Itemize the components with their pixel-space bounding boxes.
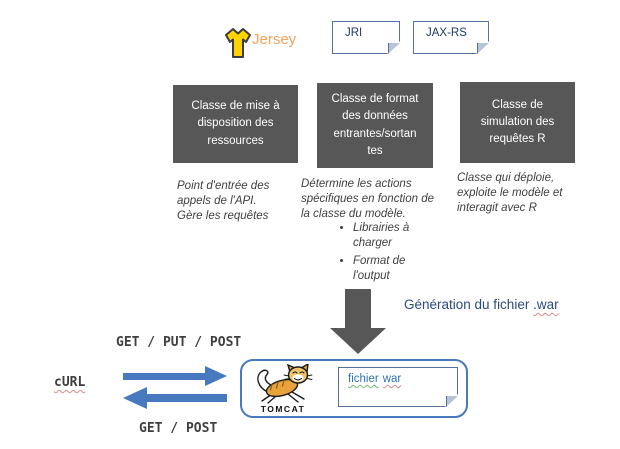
jersey-shirt-icon: [225, 28, 251, 58]
format-class-title: Classe de format des données entrantes/s…: [331, 93, 419, 157]
arrow-right-icon: [123, 366, 227, 386]
http-bottom-label: GET / POST: [139, 421, 218, 436]
resource-class-box: Classe de mise à disposition des ressour…: [173, 85, 298, 163]
folded-corner-icon: [446, 396, 458, 407]
note-jaxrs-label: JAX-RS: [426, 27, 467, 39]
note-jri: JRI: [332, 21, 401, 55]
resource-class-title: Classe de mise à disposition des ressour…: [191, 100, 280, 147]
simulation-class-caption: Classe qui déploie, exploite le modèle e…: [457, 172, 563, 214]
bullet-item: Librairies à charger: [353, 221, 409, 251]
tomcat-logo-label: TOMCAT: [261, 404, 306, 414]
jersey-label: Jersey: [252, 31, 297, 48]
folded-corner-icon: [388, 43, 400, 54]
fichier-word: fichier: [348, 373, 379, 385]
resource-class-caption: Point d'entrée des appels de l'API. Gère…: [177, 180, 270, 222]
tomcat-logo-icon: TOMCAT: [257, 364, 313, 414]
note-jaxrs: JAX-RS: [413, 21, 490, 55]
format-class-caption: Détermine les actions spécifiques en fon…: [301, 178, 434, 220]
war-word: war: [382, 373, 402, 385]
big-down-arrow-icon: [330, 289, 386, 354]
curl-label: cURL: [54, 375, 86, 390]
war-extension-text: .war: [533, 297, 559, 312]
http-arrows: [123, 366, 227, 409]
simulation-class-box: Classe de simulation des requêtes R: [460, 82, 575, 163]
simulation-class-title: Classe de simulation des requêtes R: [480, 98, 555, 146]
http-top-label: GET / PUT / POST: [116, 335, 242, 350]
war-generation-text: Génération du fichier: [404, 297, 534, 312]
war-generation-label: Génération du fichier .war: [404, 297, 559, 312]
note-jri-label: JRI: [345, 27, 363, 39]
bullet-item: Format de l'output: [353, 254, 409, 284]
arrow-left-icon: [123, 387, 227, 409]
format-class-box: Classe de format des données entrantes/s…: [317, 83, 433, 168]
folded-corner-icon: [477, 43, 489, 54]
format-class-bullets: Librairies à charger Format de l'output: [320, 221, 409, 287]
